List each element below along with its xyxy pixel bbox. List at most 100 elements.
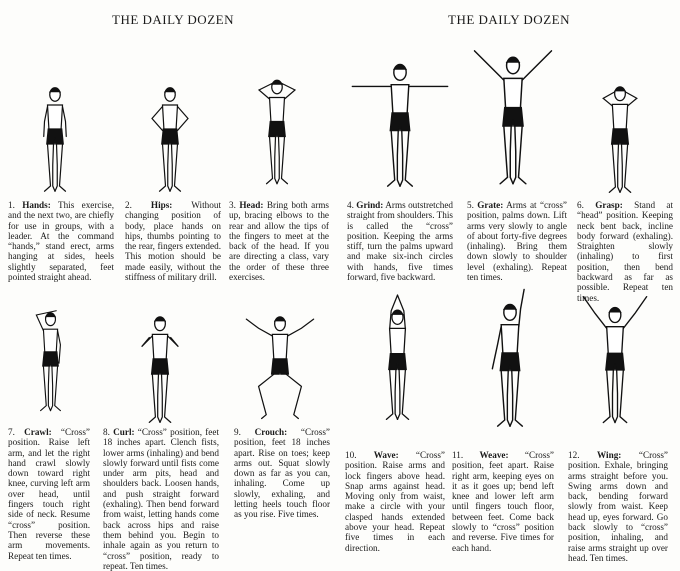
left-arm: [245, 318, 273, 337]
exercise-text: Arms at “cross” position, palms down. Li…: [467, 200, 567, 283]
exercise-description-wing: 12. Wing: “Cross” position. Exhale, brin…: [568, 450, 668, 563]
exercise-text: “Cross” position, feet apart. Raise righ…: [452, 450, 554, 553]
exercise-text: “Cross” position, feet 18 inches apart. …: [234, 427, 331, 520]
right-arm: [279, 81, 297, 100]
exercise-number: 2.: [125, 200, 132, 210]
right-arm: [176, 105, 189, 132]
torso: [42, 328, 59, 354]
left-arm: [257, 81, 275, 100]
exercise-number: 7.: [8, 427, 15, 437]
shorts: [389, 112, 411, 132]
exercise-number: 12.: [568, 450, 580, 460]
exercise-text: Without changing position of body, place…: [125, 200, 221, 283]
exercise-name: Grind:: [356, 200, 384, 210]
exercise-figure-hands: [43, 87, 67, 192]
left-arm: [473, 50, 505, 81]
exercise-description-hands: 1. Hands: This exercise, and the next tw…: [8, 200, 114, 282]
torso: [151, 333, 169, 362]
exercise-description-head: 3. Head: Bring both arms up, bracing elb…: [229, 200, 329, 282]
exercise-figure-weave: [491, 288, 525, 427]
exercise-name: Crouch:: [254, 427, 288, 437]
exercise-name: Weave:: [479, 450, 509, 460]
exercise-description-crouch: 9. Crouch: “Cross” position, feet 18 inc…: [234, 427, 330, 520]
torso: [46, 104, 64, 132]
shorts: [610, 128, 630, 145]
exercise-figure-grasp: [602, 86, 638, 193]
exercise-figure-head: [257, 79, 297, 185]
shorts: [499, 352, 521, 372]
exercise-figure-grind: [351, 63, 449, 187]
exercise-number: 5.: [467, 200, 474, 210]
exercise-text: “Cross” position. Raise left arm, and le…: [8, 427, 91, 561]
shorts: [161, 128, 179, 145]
exercise-name: Curl:: [113, 427, 135, 437]
exercise-description-weave: 11. Weave: “Cross” position, feet apart.…: [452, 450, 554, 553]
left-arm: [582, 296, 608, 330]
exercise-number: 1.: [8, 200, 15, 210]
exercise-description-grate: 5. Grate: Arms at “cross” position, palm…: [467, 200, 567, 282]
exercise-number: 11.: [452, 450, 464, 460]
exercise-text: Arms outstretched straight from shoulder…: [347, 200, 453, 283]
right-arm: [521, 50, 553, 81]
shorts: [150, 358, 170, 375]
torso: [611, 103, 629, 132]
exercise-number: 8.: [103, 427, 110, 437]
exercise-description-wave: 10. Wave: “Cross” position. Raise arms a…: [345, 450, 445, 553]
exercise-name: Hips:: [150, 200, 173, 210]
torso: [605, 326, 625, 356]
right-arm: [57, 330, 61, 364]
torso: [500, 324, 520, 356]
torso: [268, 96, 286, 124]
exercise-figure-grate: [473, 50, 553, 185]
left-arm: [141, 335, 153, 348]
left-arm: [491, 325, 502, 370]
exercise-figure-curl: [141, 316, 179, 423]
right-arm: [167, 335, 179, 348]
exercise-number: 4.: [347, 200, 354, 210]
exercise-name: Wave:: [373, 450, 399, 460]
exercise-figure-hips: [151, 87, 189, 192]
exercise-number: 6.: [577, 200, 584, 210]
torso: [388, 327, 407, 356]
exercise-number: 10.: [345, 450, 357, 460]
exercise-text: “Cross” position. Raise arms and lock fi…: [345, 450, 445, 553]
left-arm: [43, 105, 49, 138]
left-arm: [388, 294, 399, 331]
left-arm: [151, 105, 164, 132]
exercise-text: Stand at “head” position. Keeping neck b…: [577, 200, 673, 303]
page-title-left: THE DAILY DOZEN: [112, 12, 234, 27]
shorts: [46, 128, 64, 145]
exercise-name: Head:: [239, 200, 264, 210]
exercise-description-grind: 4. Grind: Arms outstretched straight fro…: [347, 200, 453, 282]
exercise-figure-wave: [385, 294, 410, 421]
torso: [390, 84, 410, 116]
left-arm: [602, 90, 618, 107]
right-arm: [287, 318, 315, 337]
exercise-description-curl: 8. Curl: “Cross” position, feet 18 inche…: [103, 427, 219, 571]
torso: [161, 104, 179, 132]
left-arm: [35, 310, 57, 332]
exercise-name: Hands:: [22, 200, 51, 210]
exercise-description-hips: 2. Hips: Without changing position of bo…: [125, 200, 221, 282]
exercise-description-crawl: 7. Crawl: “Cross” position. Raise left a…: [8, 427, 90, 561]
page-title-right: THE DAILY DOZEN: [448, 12, 570, 27]
exercise-description-grasp: 6. Grasp: Stand at “head” position. Keep…: [577, 200, 673, 303]
exercise-figure-crouch: [245, 316, 315, 420]
shorts: [605, 352, 625, 371]
shorts: [268, 120, 286, 138]
torso: [271, 333, 289, 362]
right-arm: [61, 105, 67, 138]
right-arm: [622, 296, 648, 330]
shorts: [42, 351, 59, 367]
shorts: [388, 353, 407, 371]
shorts: [502, 106, 524, 127]
exercise-text: “Cross” position, feet 18 inches apart. …: [103, 427, 220, 571]
exercise-number: 3.: [229, 200, 236, 210]
exercise-name: Crawl:: [24, 427, 52, 437]
exercise-text: This exercise, and the next two, are chi…: [8, 200, 114, 283]
exercise-figure-crawl: [35, 310, 61, 412]
exercise-text: “Cross” position. Exhale, bringing arms …: [568, 450, 669, 563]
right-arm: [396, 294, 407, 331]
exercise-figure-wing: [582, 296, 648, 424]
exercise-text: Bring both arms up, bracing elbows to th…: [229, 200, 330, 283]
